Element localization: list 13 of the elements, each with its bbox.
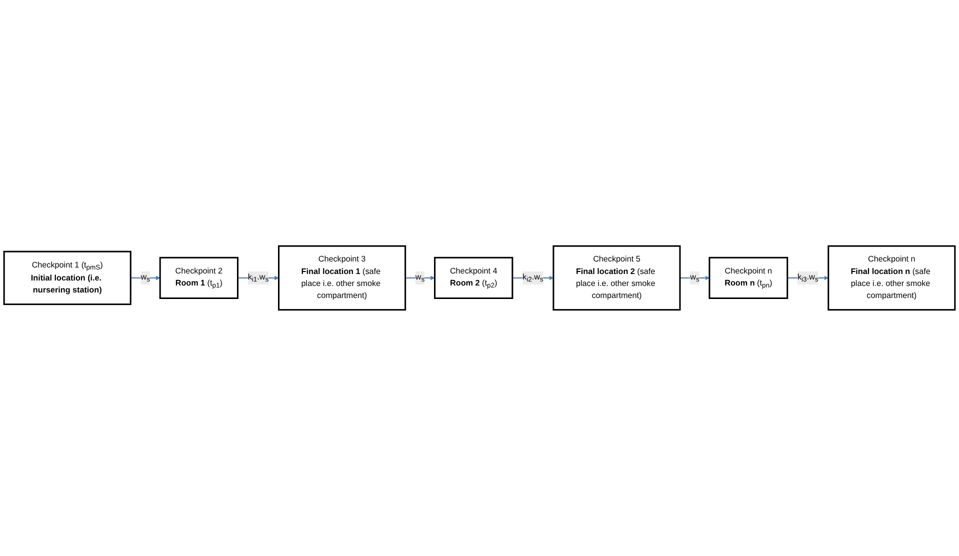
edge-label: k$_{i3}$.w$_{s}$ <box>797 272 818 284</box>
node-box: Checkpoint 2 Room 1 (t$_{p1}$) <box>159 256 238 300</box>
node-box: Checkpoint 1 (t$_{pm}$$_{S}$) Initial location (i.e. nursering station) <box>3 250 132 306</box>
node-box: Checkpoint n Final location n (safe place i.e. other smoke compartment) <box>828 245 956 311</box>
node-box: Checkpoint 4 Room 2 (t$_{p2}$) <box>434 256 514 300</box>
edge-label: w$_{s}$ <box>415 272 425 284</box>
edge-label: k$_{i2}$.w$_{s}$ <box>522 272 544 284</box>
node-box: Checkpoint 3 Final location 1 (safe place i.e. other smoke compartment) <box>278 245 406 311</box>
edge-label: k$_{i1}$.w$_{s}$ <box>248 272 269 284</box>
edge-label: w$_{s}$ <box>140 272 150 284</box>
node-box: Checkpoint n Room n (t$_{pn}$) <box>708 256 788 300</box>
edge-label: w$_{s}$ <box>690 272 700 284</box>
node-box: Checkpoint 5 Final location 2 (safe place i.e. other smoke compartment) <box>552 245 681 311</box>
